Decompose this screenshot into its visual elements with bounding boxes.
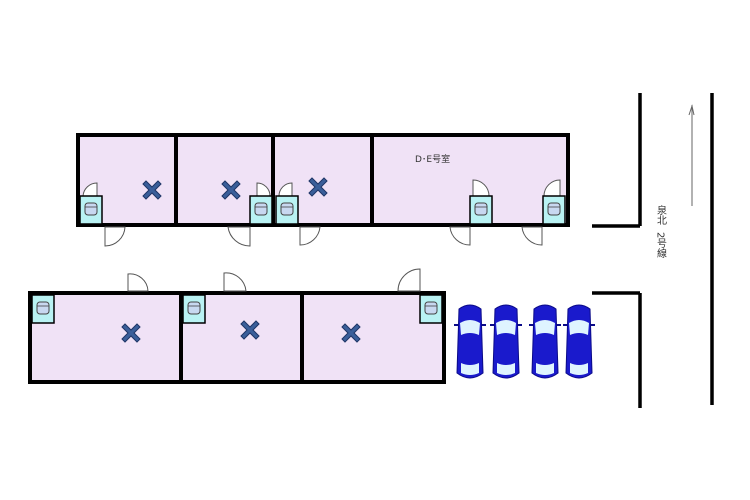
car-icon xyxy=(528,304,562,379)
car-icon xyxy=(489,304,523,379)
car-icon xyxy=(453,304,487,379)
entrance-door xyxy=(127,273,149,292)
bottom-building xyxy=(28,291,446,384)
entrance-door xyxy=(227,226,251,247)
entrance-door xyxy=(299,226,321,246)
toilet-icon xyxy=(31,294,55,324)
toilet-icon xyxy=(419,294,443,324)
toilet-icon xyxy=(182,294,206,324)
parking xyxy=(453,304,596,379)
bottom-building-outline xyxy=(28,291,446,384)
road: 泉北 2号線 xyxy=(592,93,714,408)
direction-arrow-icon xyxy=(688,104,695,116)
toilet-icon xyxy=(542,195,566,225)
entrance-door xyxy=(521,226,543,246)
entrance-door xyxy=(449,226,471,246)
doors xyxy=(82,179,561,292)
toilet-icon xyxy=(275,195,299,225)
entrance-door xyxy=(104,226,126,247)
toilet-icon xyxy=(79,195,103,225)
car-icon xyxy=(562,304,596,379)
room-label-de: D･E号室 xyxy=(415,153,450,165)
entrance-door xyxy=(223,272,247,292)
road-name-top: 泉北 xyxy=(655,204,667,225)
entrance-door xyxy=(397,268,421,292)
toilet-icon xyxy=(469,195,493,225)
toilet-icon xyxy=(249,195,273,225)
road-name-bottom: 2号線 xyxy=(655,232,667,258)
